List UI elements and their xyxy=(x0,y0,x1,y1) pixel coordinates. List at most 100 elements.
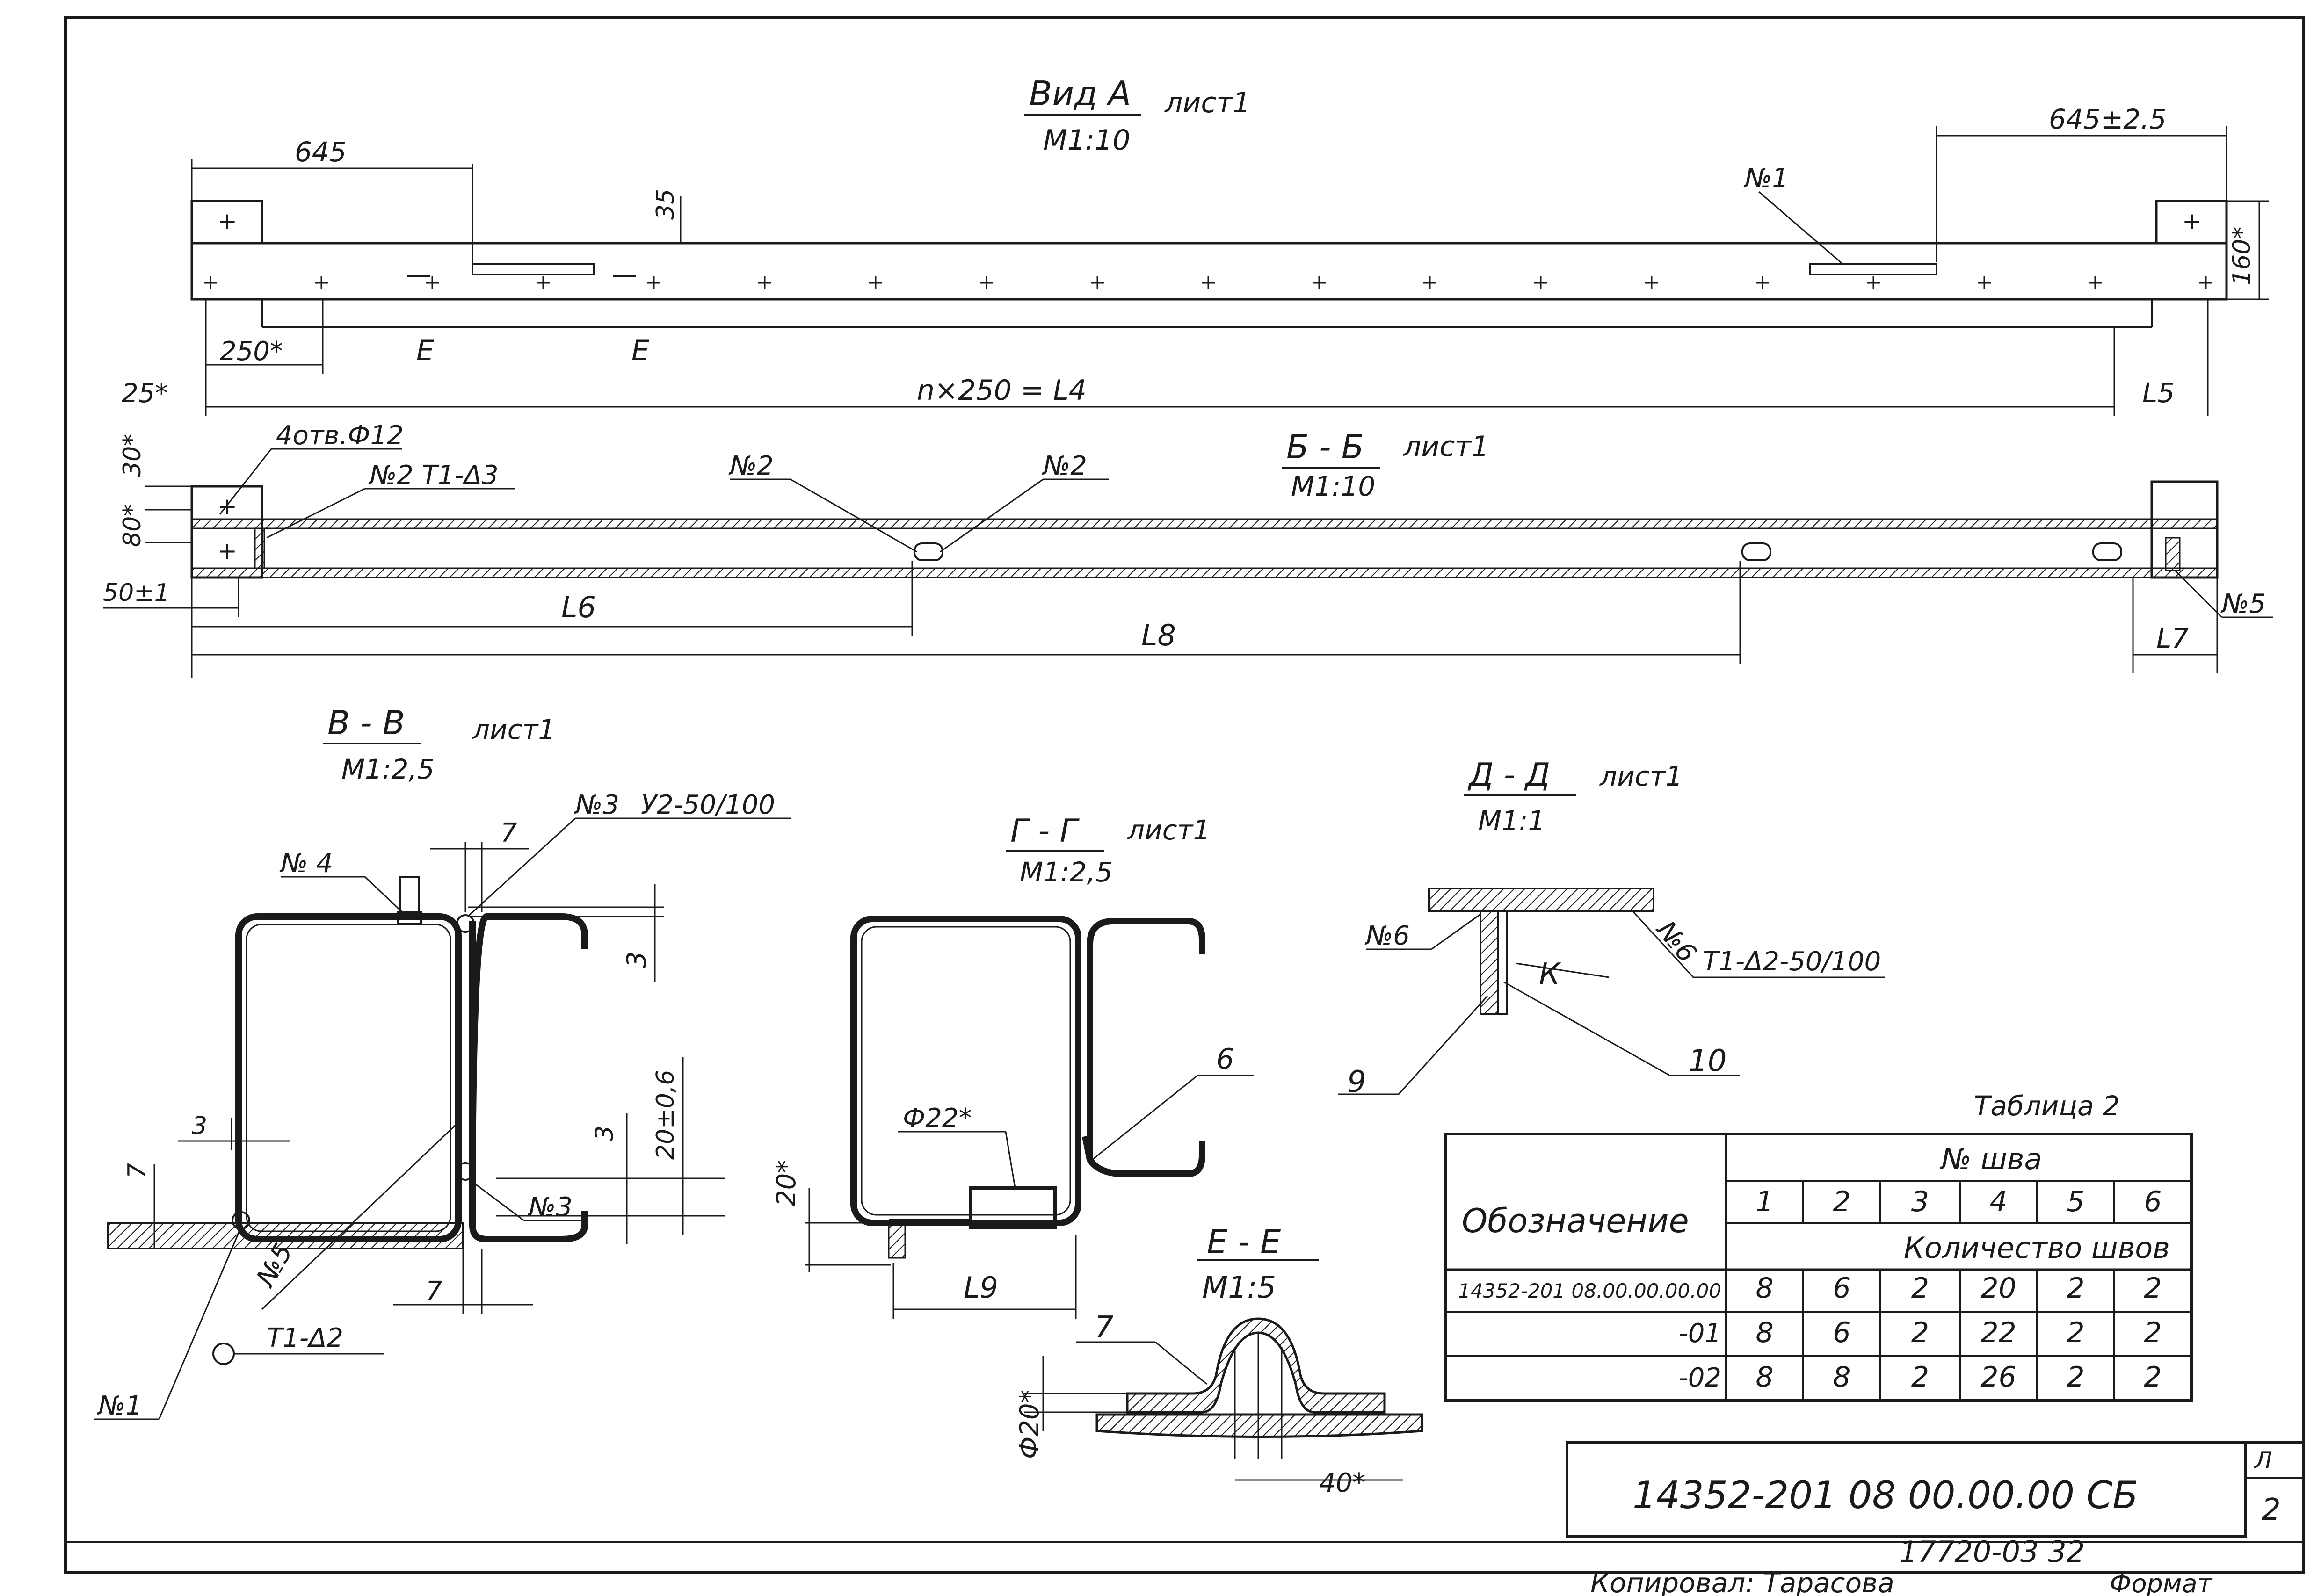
sheet-label: Л xyxy=(2254,1447,2272,1474)
section-vv-label-n4: № 4 xyxy=(279,848,333,879)
section-bb-holes-note: 4отв.Ф12 xyxy=(276,420,404,451)
section-vv-dim-3-left: 3 xyxy=(192,1112,207,1140)
table-cell: 8 xyxy=(1755,1361,1773,1394)
view-a-section-e1: Е xyxy=(416,334,434,367)
table-count-header: Количество швов xyxy=(1904,1231,2170,1265)
section-vv-weld-t1: Т1-Δ2 xyxy=(267,1323,343,1353)
section-bb-dim-l7: L7 xyxy=(2156,622,2189,654)
view-a-section-e2: Е xyxy=(631,334,649,367)
section-vv-dim-20: 20±0,6 xyxy=(652,1070,680,1160)
section-vv-sheet: лист1 xyxy=(472,714,555,745)
view-a-dim-250: 250* xyxy=(220,336,283,367)
table-cell: 20 xyxy=(1980,1272,2016,1305)
section-gg: Г - Г лист1 М1:2,5 Ф22* 6 20* L9 xyxy=(771,813,1254,1319)
view-a-beam xyxy=(190,242,2228,301)
table-column-header: 4 xyxy=(1989,1185,2007,1218)
table-cell: 2 xyxy=(2067,1361,2084,1394)
section-vv-dim-7-bottom: 7 xyxy=(426,1276,442,1307)
table-cell: 2 xyxy=(1911,1361,1929,1394)
section-ee-title: Е - Е xyxy=(1207,1223,1281,1261)
table-cell: 2 xyxy=(2144,1316,2162,1349)
section-bb-dim-80: 80* xyxy=(118,504,146,547)
section-bb-sheet: лист1 xyxy=(1403,430,1489,463)
view-a-holes xyxy=(204,276,2212,289)
table-cell: 2 xyxy=(2067,1272,2084,1305)
table-column-header: 1 xyxy=(1755,1185,1773,1218)
copied-by: Копировал: Тарасова xyxy=(1590,1567,1894,1596)
table-cell: 2 xyxy=(2144,1361,2162,1394)
section-bb-scale: М1:10 xyxy=(1291,470,1375,502)
view-a-title: Вид А xyxy=(1029,74,1131,113)
format-label: Формат xyxy=(2110,1569,2213,1596)
view-a-dim-645-tol: 645±2.5 xyxy=(2049,103,2167,135)
section-bb-weld-note: №2 Т1-Δ3 xyxy=(368,460,499,491)
section-ee: Е - Е М1:5 7 Ф20* 40* xyxy=(1015,1223,1423,1498)
table-cell: 6 xyxy=(1833,1316,1850,1349)
table-cell: 6 xyxy=(1833,1272,1850,1305)
view-a-bracket-left xyxy=(472,263,595,275)
view-a-sheet: лист1 xyxy=(1164,87,1250,119)
table-cell: 2 xyxy=(2067,1316,2084,1349)
doc-number: 14352-201 08 00.00.00 СБ xyxy=(1632,1473,2138,1517)
section-gg-dim-phi22: Ф22* xyxy=(903,1103,972,1134)
svg-text:+: + xyxy=(2182,208,2202,235)
section-gg-dim-l9: L9 xyxy=(964,1271,998,1305)
section-dd: Д - Д лист1 М1:1 №6 №6 Т1-Δ2-50/100 К 9 … xyxy=(1338,757,1885,1099)
section-vv-label-n1: №1 xyxy=(97,1391,142,1421)
view-a-scale: М1:10 xyxy=(1043,124,1131,157)
section-dd-label-10: 10 xyxy=(1689,1044,1726,1078)
view-a-formula: n×250 = L4 xyxy=(917,374,1087,407)
view-a-right-plate xyxy=(2155,200,2228,245)
table-cell: 8 xyxy=(1755,1316,1773,1349)
section-bb-dim-l8: L8 xyxy=(1141,618,1176,652)
table-cell: 8 xyxy=(1833,1361,1850,1394)
table-weld-no-header: № шва xyxy=(1940,1142,2042,1176)
section-bb-dim-30: 30* xyxy=(118,434,146,477)
section-vv-title: В - В xyxy=(327,704,405,742)
section-bb: Б - Б лист1 М1:10 + + 4отв.Ф12 №2 Т1-Δ3 … xyxy=(103,420,2273,678)
table-cell: 2 xyxy=(1911,1272,1929,1305)
section-dd-scale: М1:1 xyxy=(1478,805,1545,837)
view-a-bracket-right xyxy=(1809,263,1937,275)
view-a-left-plate xyxy=(190,200,263,245)
section-gg-title: Г - Г xyxy=(1010,813,1080,850)
section-vv-dim-3-right: 3 xyxy=(622,951,652,968)
table-caption: Таблица 2 xyxy=(1974,1090,2120,1122)
table-designation-header: Обозначение xyxy=(1462,1202,1689,1240)
view-a-dim-645: 645 xyxy=(295,136,347,168)
section-dd-sheet: лист1 xyxy=(1599,760,1683,792)
section-bb-label-n5: №5 xyxy=(2220,589,2266,619)
welds-table: Таблица 2 Обозначение № шва Количество ш… xyxy=(1444,1090,2193,1402)
view-a-dim-35: 35 xyxy=(652,189,680,220)
section-bb-title: Б - Б xyxy=(1286,428,1364,466)
table-column-header: 2 xyxy=(1833,1185,1850,1218)
section-gg-label-6: 6 xyxy=(1216,1043,1234,1076)
table-cell: 26 xyxy=(1980,1361,2016,1394)
section-gg-sheet: лист1 xyxy=(1127,814,1210,846)
title-block: 14352-201 08 00.00.00 СБ Л 2 17720-03 32… xyxy=(1566,1441,2304,1596)
section-ee-scale: М1:5 xyxy=(1202,1271,1276,1305)
svg-text:+: + xyxy=(218,537,237,564)
section-ee-label-7: 7 xyxy=(1095,1310,1114,1345)
table-column-header: 5 xyxy=(2067,1185,2084,1218)
section-dd-label-k: К xyxy=(1539,957,1561,992)
view-a-dim-25: 25* xyxy=(122,378,168,409)
section-dd-title: Д - Д xyxy=(1467,757,1550,794)
view-a-dim-l5: L5 xyxy=(2142,377,2175,409)
section-ee-dim-40: 40* xyxy=(1319,1468,1365,1498)
section-vv-label-n3-top: №3 xyxy=(574,790,619,820)
table-cell: 8 xyxy=(1755,1272,1773,1305)
section-vv-dim-7-left: 7 xyxy=(123,1163,151,1178)
section-bb-dim-50: 50±1 xyxy=(103,579,170,607)
section-vv-dim-3-mid: 3 xyxy=(591,1126,619,1141)
table-row-designation: -01 xyxy=(1679,1318,1721,1349)
section-bb-dim-l6: L6 xyxy=(561,590,596,624)
section-bb-label-n2a: №2 xyxy=(728,451,774,481)
archive-number: 17720-03 32 xyxy=(1899,1535,2085,1569)
view-a-dim-160: 160* xyxy=(2228,227,2256,285)
view-a-label-n1: №1 xyxy=(1743,163,1789,194)
section-bb-label-n2b: №2 xyxy=(1042,451,1087,481)
section-dd-label-n6-right: №6 xyxy=(1650,914,1702,968)
section-vv-label-n3-bottom: №3 xyxy=(527,1192,573,1222)
